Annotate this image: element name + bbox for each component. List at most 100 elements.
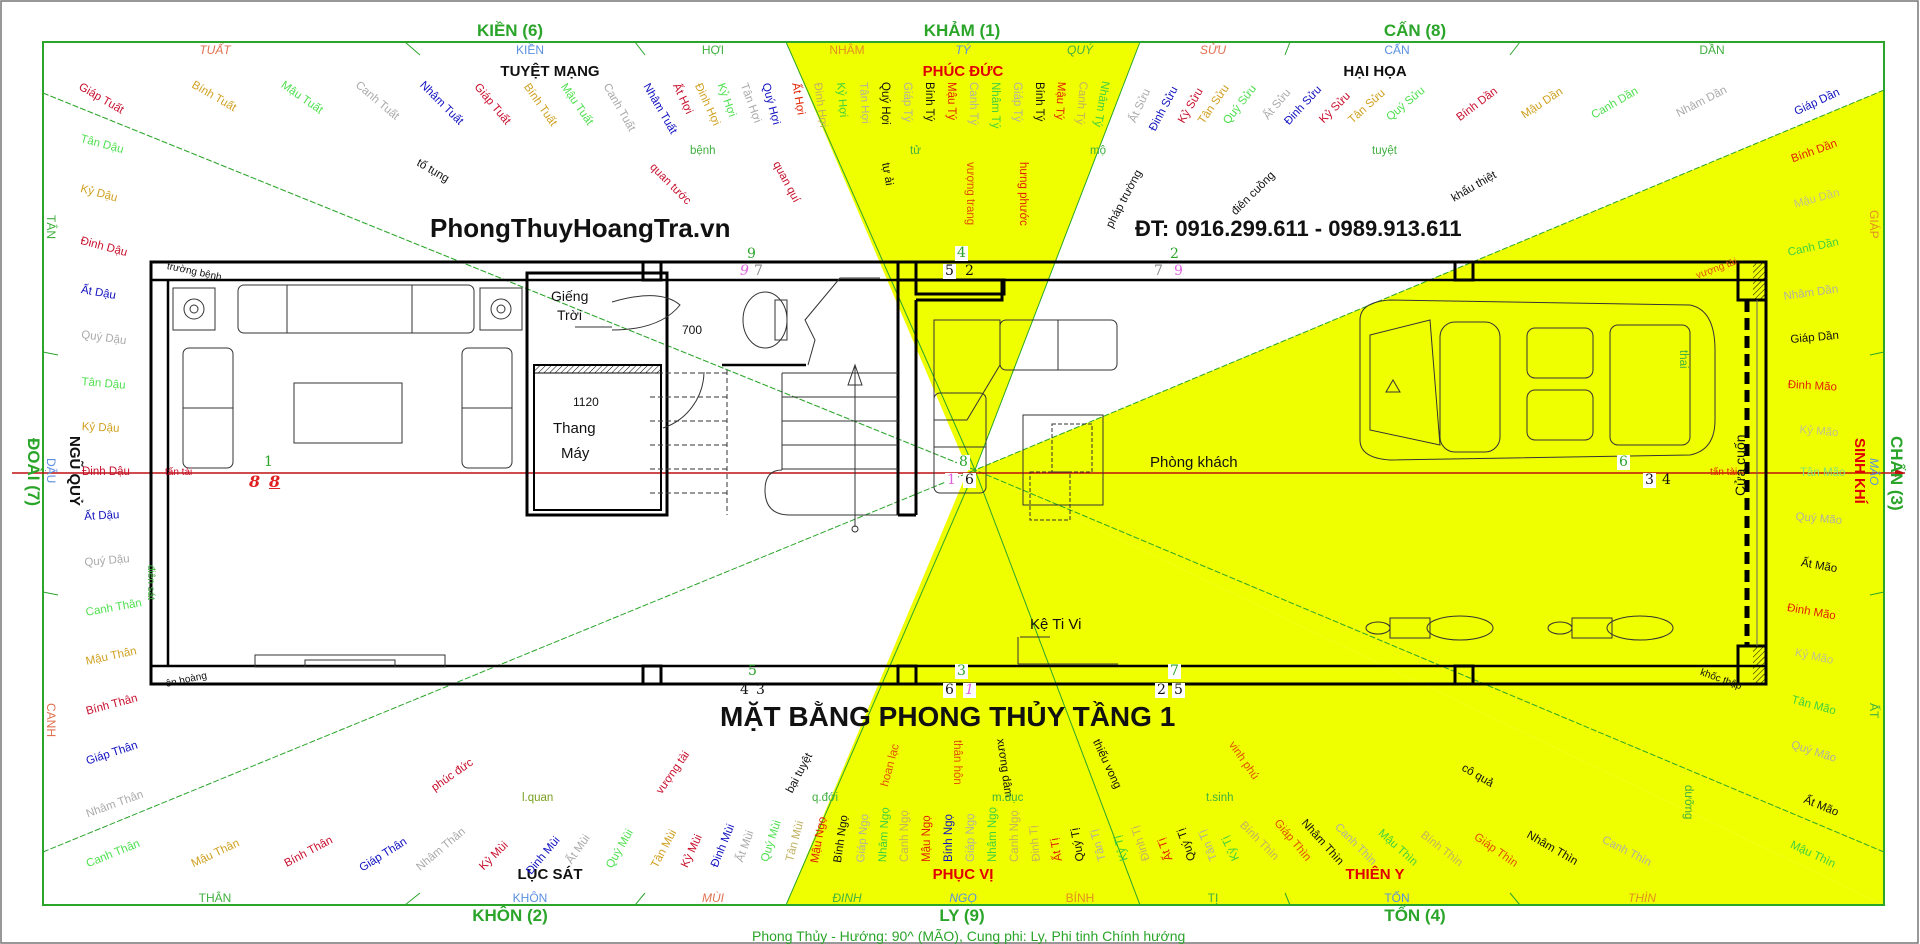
star-tl-a: 9 (740, 263, 749, 279)
sector-dan: DẦN (1699, 43, 1725, 57)
sector-hoi: HỢI (701, 43, 725, 57)
ring-bottom-21: Giáp Ngọ (965, 813, 977, 862)
trigram-can: CẤN (8) (1383, 21, 1447, 40)
star-phuc-duc: PHÚC ĐỨC (922, 63, 1004, 80)
trigram-ly: LY (9) (939, 906, 985, 925)
ring-top-23: Canh Tý (967, 82, 979, 126)
star-bm-b: 1 (963, 682, 976, 699)
fortune-tan-tai: tấn tài (165, 467, 193, 478)
ring-left-7: Kỷ Dậu (81, 421, 120, 435)
sector-suu: SỬU (1199, 43, 1227, 57)
star-center-mountain: 8 (957, 454, 970, 471)
ring-top-27: Mậu Tý (1053, 81, 1067, 121)
sector-tuat: TUẤT (199, 43, 231, 57)
sector-can: CẤN (1384, 43, 1410, 57)
star-mr-mountain: 6 (1617, 454, 1630, 471)
fortune-benh: bệnh (690, 145, 716, 157)
star-sinh-khi: SINH KHÍ (1851, 438, 1868, 504)
star-br-mountain: 7 (1168, 663, 1181, 680)
skylight-label-2: Trời (557, 307, 582, 323)
star-bl-mountain: 5 (748, 663, 757, 679)
star-tr-b: 9 (1174, 263, 1183, 279)
sector-giap: GIÁP (1867, 210, 1881, 239)
star-center-b: 6 (963, 472, 976, 489)
ring-bottom-22: Nhâm Ngọ (987, 807, 999, 862)
sector-dau: DẬU (44, 458, 58, 484)
sector-ton: TỐN (1384, 891, 1410, 905)
star-mr-a: 3 (1643, 472, 1656, 489)
star-thien-y: THIÊN Y (1345, 866, 1405, 883)
star-center-a: 1 (945, 472, 958, 489)
building-outline (149, 260, 1768, 686)
sector-tan: TÂN (44, 215, 58, 239)
sector-nham: NHÂM (829, 43, 865, 57)
star-tr-mountain: 2 (1170, 246, 1179, 262)
sector-ngo: NGỌ (949, 891, 977, 905)
sector-mui: MÙI (702, 891, 724, 905)
ring-bottom-20: Bính Ngọ (943, 814, 955, 862)
fortune-vuong-trang: vượng trang (964, 162, 976, 226)
fortune-m-duc: m.dục (992, 792, 1024, 804)
ring-top-28: Canh Tý (1073, 81, 1089, 126)
star-bm-a: 6 (943, 682, 956, 699)
star-tm-a: 5 (943, 263, 956, 280)
fortune-dien-sat: điên sát (145, 565, 156, 601)
star-bl-a: 4 (740, 682, 749, 698)
fortune-mo: mộ (1090, 145, 1106, 157)
sector-quy: QUÝ (1066, 43, 1094, 57)
sector-ti: TỊ (1207, 891, 1219, 905)
ring-top-22: Mậu Tý (945, 82, 957, 121)
ring-top-20: Giáp Tý (901, 82, 913, 123)
ring-top-26: Bính Tý (1033, 82, 1045, 122)
fortune-q-doi: q.đới (812, 792, 839, 804)
sector-khon: KHÔN (512, 891, 548, 905)
sector-thin: THÌN (1628, 891, 1656, 905)
ring-left-8: Đinh Dậu (82, 466, 130, 478)
dimension-1120: 1120 (573, 395, 599, 409)
star-mr-b: 4 (1662, 472, 1671, 488)
ring-top-18: Tân Hợi (857, 81, 872, 124)
star-tl-mountain: 9 (747, 246, 756, 262)
star-br-b: 5 (1172, 682, 1185, 699)
star-ngu-quy: NGŨ QUỶ (66, 436, 83, 507)
star-tm-mountain: 4 (955, 245, 968, 262)
star-hai-hoa: HẠI HỌA (1343, 63, 1407, 80)
sector-sinh-khi (975, 90, 1884, 905)
elevator-label-2: Máy (561, 445, 590, 462)
living-room-label: Phòng khách (1150, 454, 1238, 471)
ring-bottom-19: Mậu Ngọ (921, 815, 933, 862)
sector-ty: TÝ (955, 43, 971, 57)
trigram-kien: KIỀN (6) (476, 21, 544, 40)
footer-caption: Phong Thủy - Hướng: 90^ (MÃO), Cung phi:… (752, 928, 1186, 944)
fortune-hung-phuoc: hưng phước (1017, 162, 1029, 226)
fortune-tu: tử (910, 145, 921, 157)
page-title: MẶT BẰNG PHONG THỦY TẦNG 1 (720, 701, 1176, 732)
star-tuyet-mang: TUYỆT MẠNG (500, 63, 600, 80)
ring-top-25: Giáp Tý (1011, 82, 1023, 123)
fortune-tan-tai-right: tấn tài (1710, 467, 1738, 478)
website-label: PhongThuyHoangTra.vn (430, 213, 731, 243)
dimension-700: 700 (682, 323, 703, 337)
sector-than: THÂN (198, 891, 232, 905)
star-ml-b: 8 (269, 472, 281, 491)
star-bl-b: 3 (756, 682, 765, 698)
tv-shelf-label: Kệ Ti Vi (1030, 616, 1082, 633)
sector-canh: CANH (44, 703, 58, 738)
fortune-t-sinh: t.sinh (1206, 792, 1234, 804)
trigram-khon: KHÔN (2) (472, 906, 548, 925)
fortune-than-hon: thân hôn (951, 740, 963, 785)
ring-top-21: Bính Tý (923, 82, 935, 122)
star-bm-mountain: 3 (955, 663, 968, 680)
star-tm-b: 2 (965, 263, 974, 279)
trigram-chan: CHẤN (3) (1887, 436, 1906, 511)
ring-bottom-23: Canh Ngọ (1009, 810, 1021, 862)
sector-at: ẤT (1867, 703, 1881, 719)
star-tr-a: 7 (1154, 263, 1163, 279)
fortune-duong: dưỡng (1682, 785, 1694, 820)
trigram-doai: ĐOÀI (7) (24, 438, 43, 506)
ring-top-19: Quý Hợi (879, 82, 891, 125)
elevator-label-1: Thang (553, 420, 596, 437)
star-phuc-vi: PHỤC VỊ (932, 866, 994, 883)
